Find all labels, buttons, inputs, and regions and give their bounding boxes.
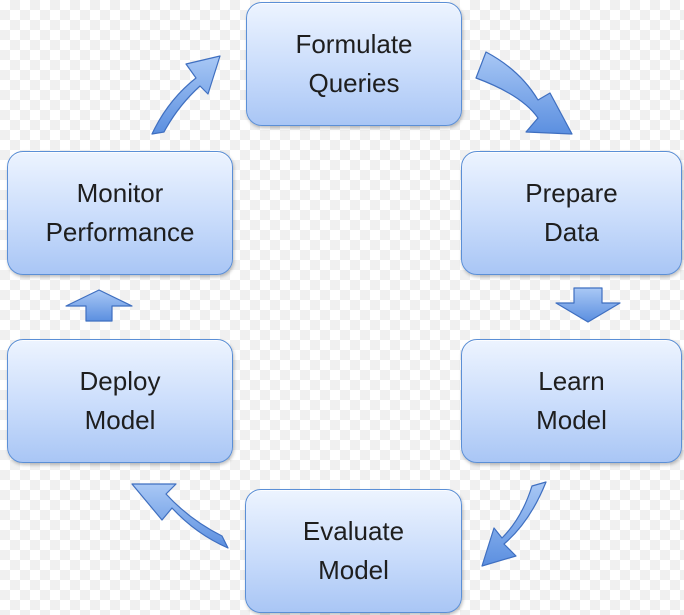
node-label: Learn Model (536, 366, 607, 435)
node-formulate-queries: Formulate Queries (246, 2, 462, 126)
node-learn-model: Learn Model (461, 339, 682, 463)
node-evaluate-model: Evaluate Model (245, 489, 462, 613)
arrow-learn-to-evaluate (481, 481, 547, 567)
arrow-evaluate-to-deploy (131, 483, 229, 549)
arrow-prepare-to-learn (555, 287, 621, 323)
arrow-deploy-to-monitor (65, 289, 133, 322)
node-prepare-data: Prepare Data (461, 151, 682, 275)
node-label: Evaluate Model (302, 516, 405, 585)
node-deploy-model: Deploy Model (7, 339, 233, 463)
node-label: Deploy Model (79, 366, 161, 435)
node-monitor-performance: Monitor Performance (7, 151, 233, 275)
arrow-formulate-to-prepare (475, 51, 573, 135)
node-label: Formulate Queries (295, 29, 413, 98)
arrow-monitor-to-formulate (151, 55, 221, 135)
node-label: Prepare Data (525, 178, 618, 247)
node-label: Monitor Performance (45, 178, 195, 247)
